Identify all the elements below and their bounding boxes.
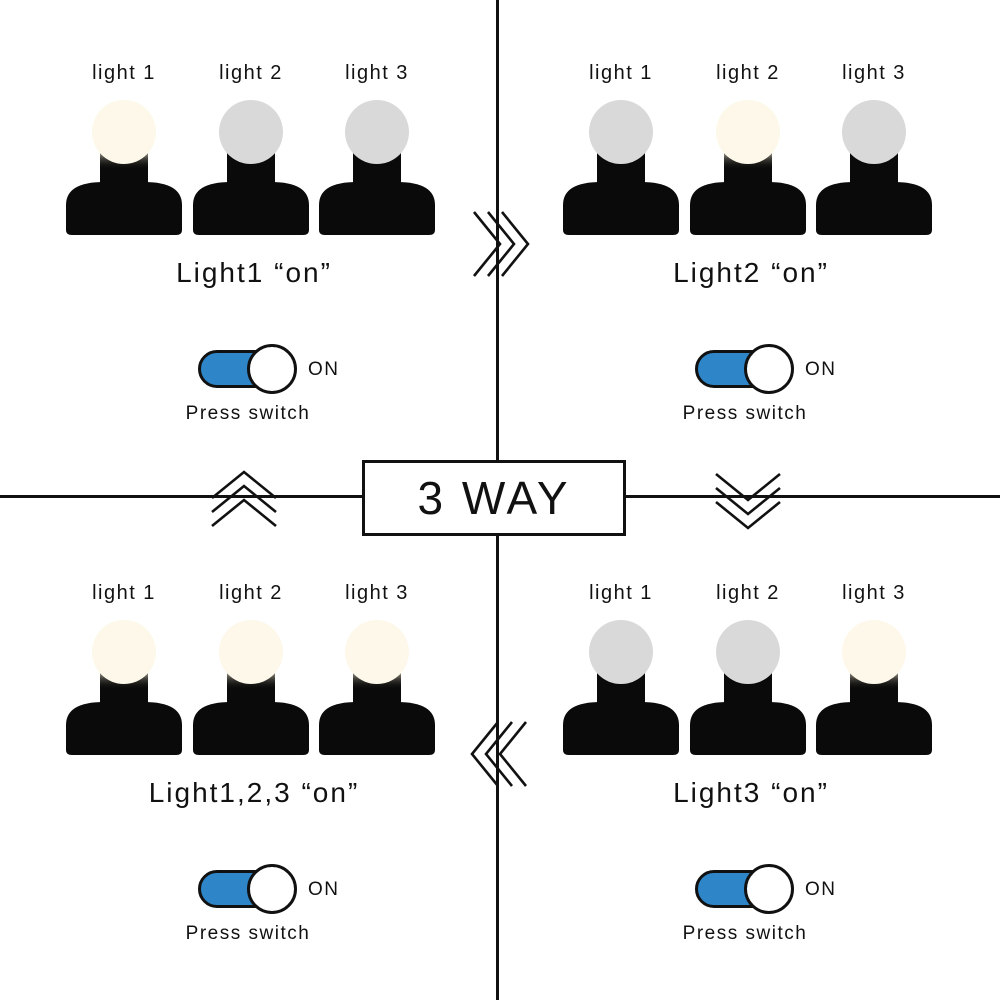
switch-state-label: ON	[308, 879, 340, 900]
lamp-on-icon	[317, 610, 437, 755]
lamp-on-icon	[64, 610, 184, 755]
lamp-off-icon	[688, 610, 808, 755]
switch-knob	[247, 864, 297, 914]
lamp-off-icon	[191, 90, 311, 235]
horizontal-divider-left	[0, 495, 362, 498]
lamp-label: light 3	[345, 62, 409, 84]
switch-state-label: ON	[805, 879, 837, 900]
quadrant-bottom-left: light 1 light 2 light 3 Light1,2,3 “on” ON Pr…	[64, 582, 464, 1002]
toggle-switch[interactable]	[198, 864, 298, 914]
switch-knob	[744, 864, 794, 914]
press-switch-label: Press switch	[682, 403, 808, 424]
quadrant-top-left: light 1 light 2 light 3 Light1 “on” ON Press …	[64, 62, 464, 482]
lamp-label: light 1	[589, 582, 653, 604]
press-switch-label: Press switch	[185, 403, 311, 424]
lamp-off-icon	[561, 610, 681, 755]
switch-knob	[744, 344, 794, 394]
state-caption: Light1,2,3 “on”	[148, 777, 360, 808]
switch-state-label: ON	[805, 359, 837, 380]
toggle-switch[interactable]	[695, 864, 795, 914]
lamp-label: light 2	[219, 62, 283, 84]
lamp-label: light 1	[589, 62, 653, 84]
lamp-on-icon	[64, 90, 184, 235]
state-caption: Light3 “on”	[673, 777, 829, 808]
lamp-on-icon	[688, 90, 808, 235]
lamp-off-icon	[814, 90, 934, 235]
lamp-label: light 2	[219, 582, 283, 604]
state-caption: Light1 “on”	[176, 257, 332, 288]
switch-state-label: ON	[308, 359, 340, 380]
switch-knob	[247, 344, 297, 394]
lamp-on-icon	[814, 610, 934, 755]
press-switch-label: Press switch	[185, 923, 311, 944]
arrow-down-icon	[715, 472, 781, 530]
page-title: 3 WAY	[417, 472, 571, 524]
toggle-switch[interactable]	[695, 344, 795, 394]
quadrant-top-right: light 1 light 2 light 3 Light2 “on” ON Press …	[561, 62, 961, 482]
state-caption: Light2 “on”	[673, 257, 829, 288]
press-switch-label: Press switch	[682, 923, 808, 944]
arrow-right-icon	[472, 211, 530, 277]
toggle-switch[interactable]	[198, 344, 298, 394]
arrow-up-icon	[211, 470, 277, 528]
horizontal-divider-right	[626, 495, 1000, 498]
lamp-off-icon	[561, 90, 681, 235]
lamp-label: light 1	[92, 582, 156, 604]
lamp-on-icon	[191, 610, 311, 755]
lamp-label: light 3	[842, 582, 906, 604]
title-box: 3 WAY	[362, 460, 626, 536]
lamp-label: light 3	[842, 62, 906, 84]
lamp-label: light 2	[716, 582, 780, 604]
lamp-label: light 1	[92, 62, 156, 84]
arrow-left-icon	[470, 721, 528, 787]
vertical-divider-top	[496, 0, 499, 460]
lamp-label: light 2	[716, 62, 780, 84]
lamp-label: light 3	[345, 582, 409, 604]
quadrant-bottom-right: light 1 light 2 light 3 Light3 “on” ON Press …	[561, 582, 961, 1002]
lamp-off-icon	[317, 90, 437, 235]
